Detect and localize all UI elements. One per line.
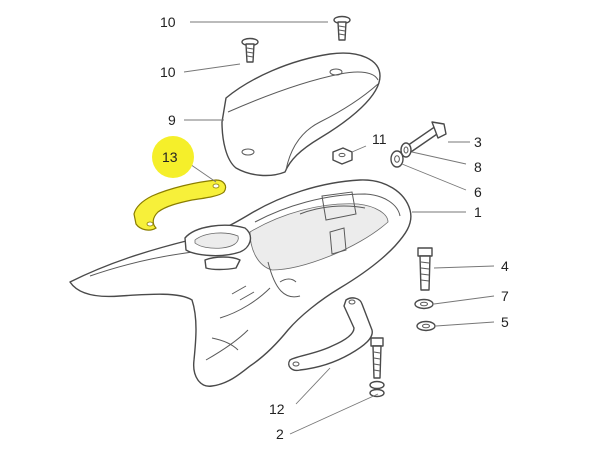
- washer-part-7[interactable]: [414, 298, 434, 310]
- callout-13: 13: [162, 149, 178, 165]
- callout-2: 2: [276, 426, 284, 442]
- callout-9: 9: [168, 112, 176, 128]
- screw-part-10-top[interactable]: [333, 15, 351, 41]
- bolt-part-4[interactable]: [417, 247, 433, 291]
- nut-part-11[interactable]: [332, 147, 353, 165]
- callout-4: 4: [501, 258, 509, 274]
- callout-10-top: 10: [160, 14, 176, 30]
- callout-12: 12: [269, 401, 285, 417]
- callout-6: 6: [474, 184, 482, 200]
- bolt-part-2[interactable]: [369, 337, 385, 398]
- tail-fairing-part-1[interactable]: [69, 179, 412, 387]
- callout-labels: 10 10 9 13 11 3 8 6 1 4 7 5 12 2: [160, 14, 509, 442]
- callout-3: 3: [474, 134, 482, 150]
- callout-13-highlight: [152, 136, 194, 178]
- callout-1: 1: [474, 204, 482, 220]
- washer-part-8[interactable]: [400, 142, 412, 158]
- callout-7: 7: [501, 288, 509, 304]
- washer-part-6[interactable]: [390, 150, 404, 168]
- screw-part-10-left[interactable]: [241, 37, 259, 63]
- lower-bracket-strap[interactable]: [288, 297, 373, 372]
- callout-11: 11: [372, 131, 387, 147]
- bolt-part-3[interactable]: [403, 121, 447, 155]
- seat-cushion-part-9[interactable]: [221, 52, 381, 177]
- grab-handle-part-13[interactable]: [133, 179, 227, 231]
- callout-8: 8: [474, 159, 482, 175]
- callout-10-left: 10: [160, 64, 176, 80]
- washer-part-5[interactable]: [416, 320, 436, 332]
- callout-5: 5: [501, 314, 509, 330]
